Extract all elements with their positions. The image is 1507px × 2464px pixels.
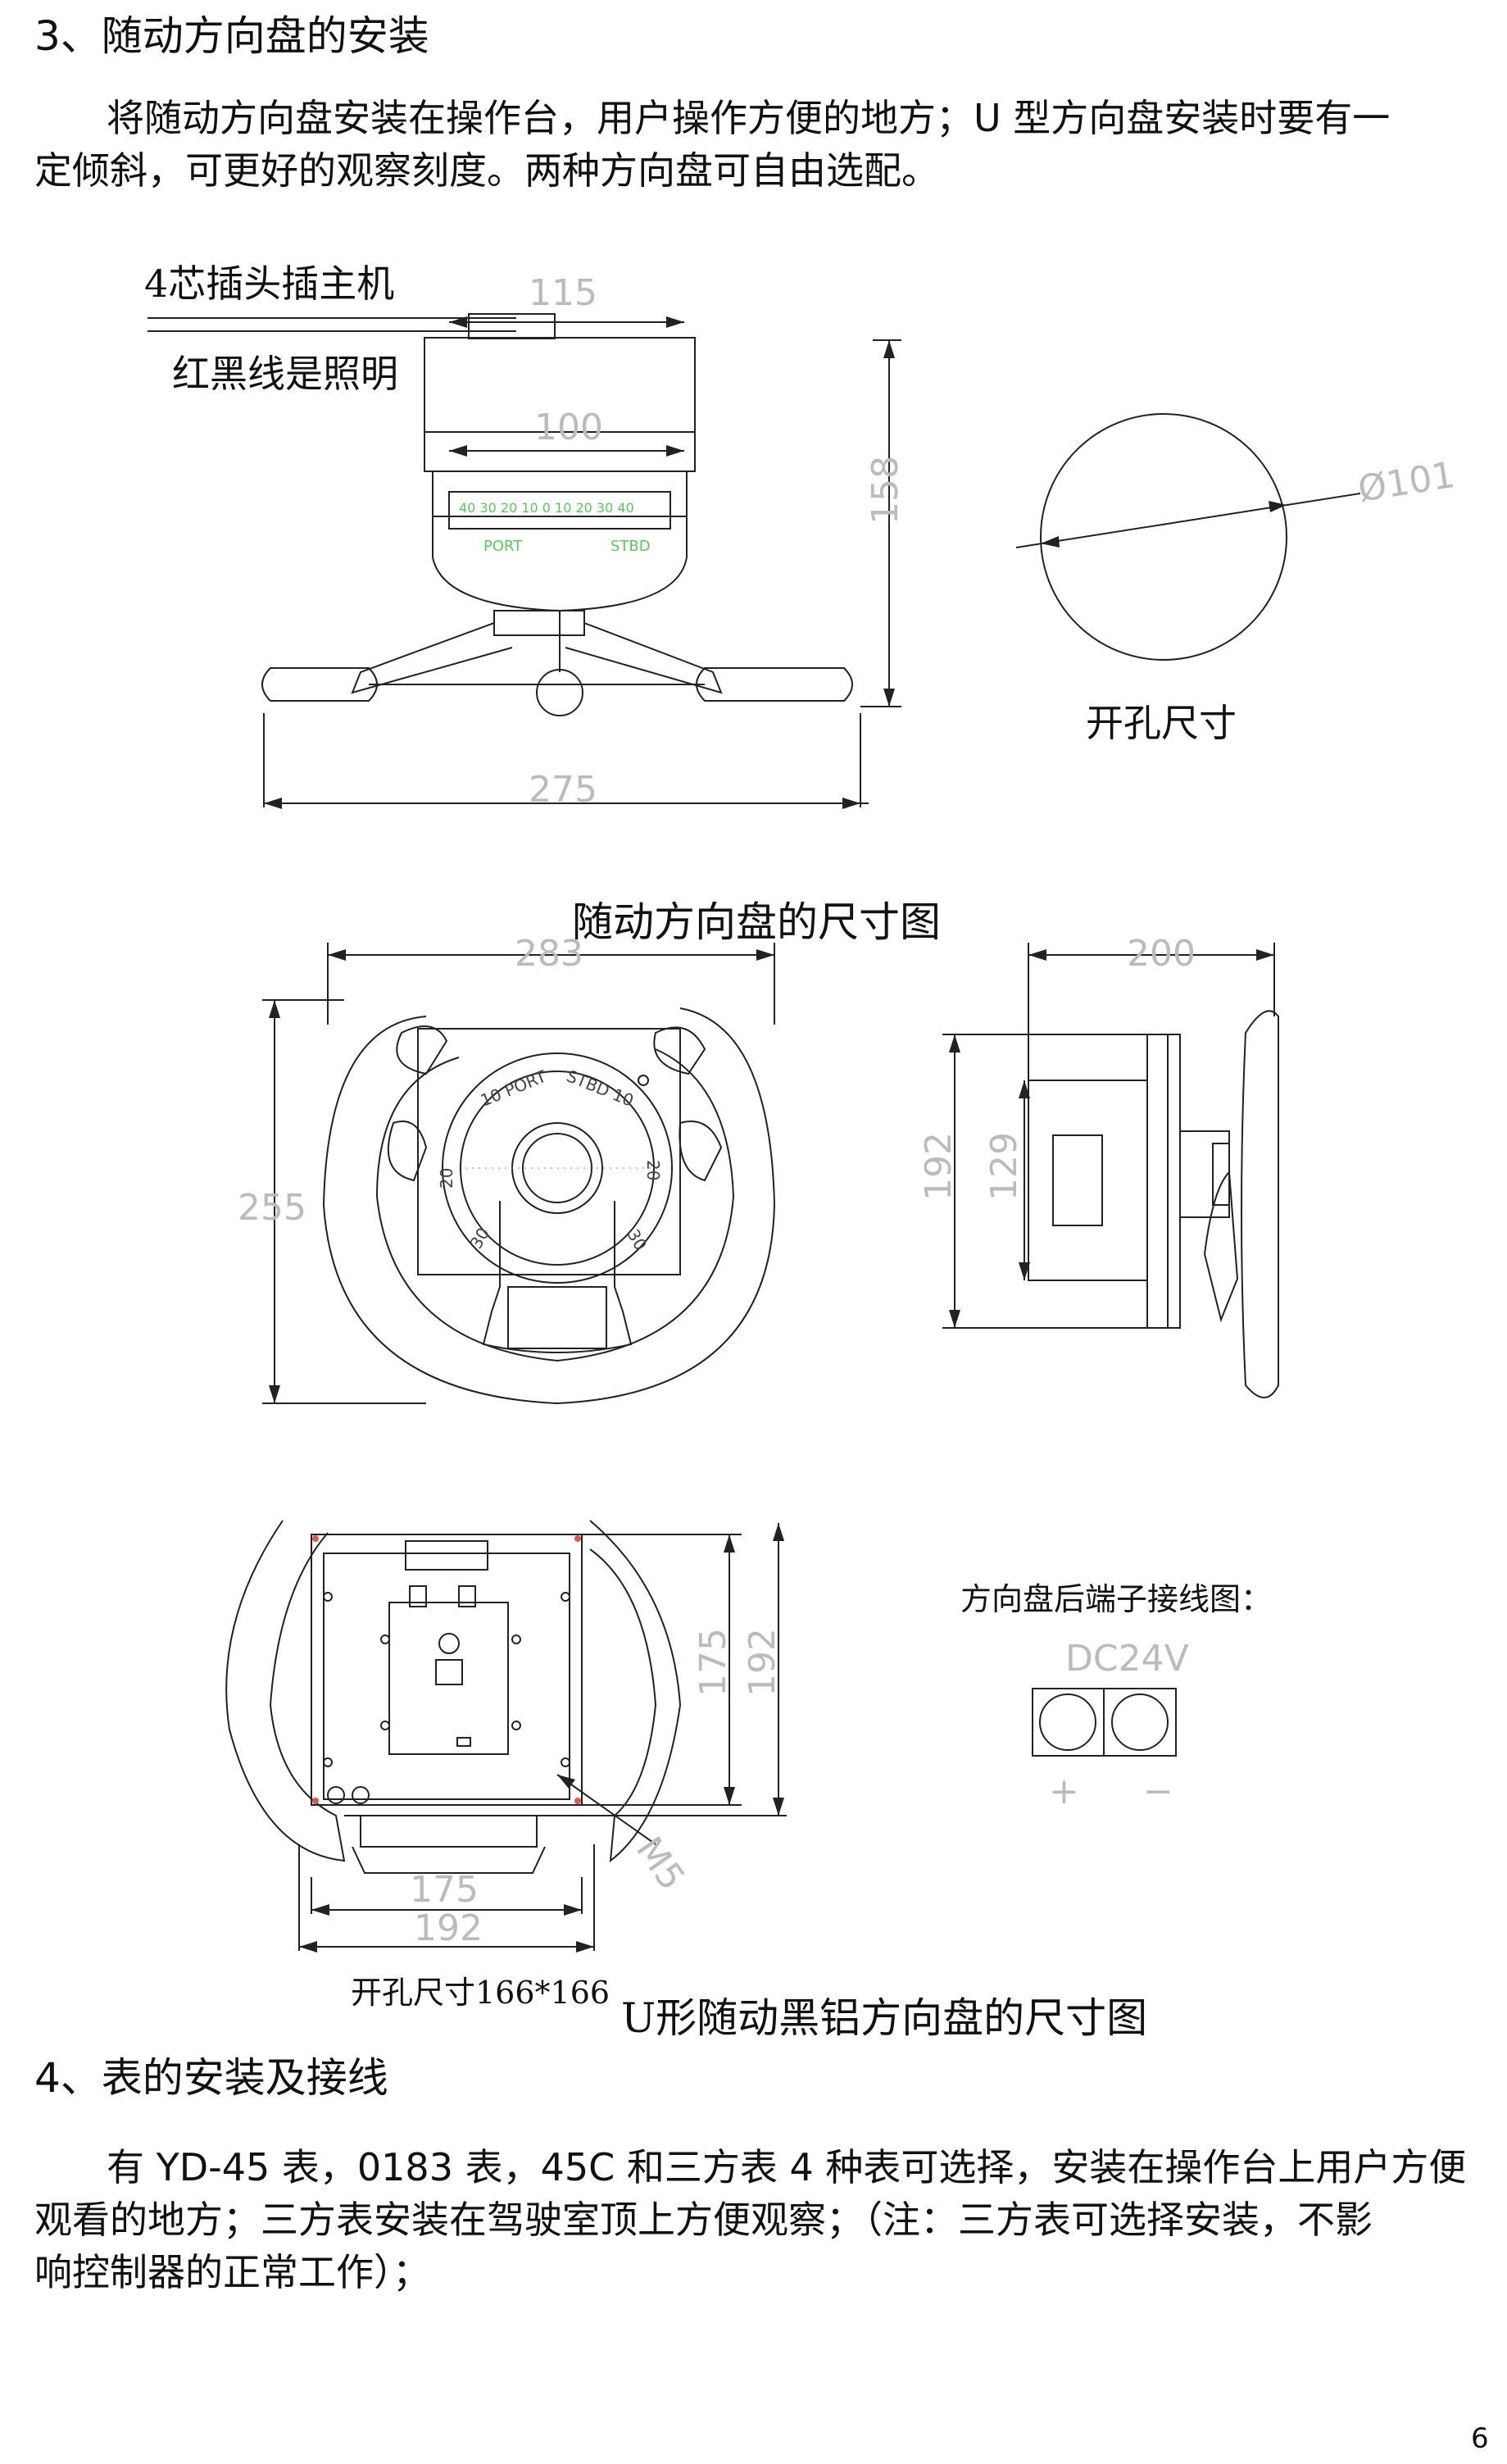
dial-20-left: 20 xyxy=(437,1168,456,1189)
scale-numbers: 40 30 20 10 0 10 20 30 40 xyxy=(459,500,634,516)
wire-label: 红黑线是照明 xyxy=(172,352,398,396)
section-4-para-line1: 有 YD-45 表，0183 表，45C 和三方表 4 种表可选择，安装在操作台… xyxy=(107,2145,1467,2189)
plug-label: 4芯插头插主机 xyxy=(144,261,395,306)
terminal-voltage: DC24V xyxy=(1065,1638,1189,1680)
figure2-caption: 随动方向盘的尺寸图 xyxy=(572,898,941,946)
section-4-para-line3: 响控制器的正常工作）； xyxy=(34,2250,430,2294)
figure3-caption: U形随动黑铝方向盘的尺寸图 xyxy=(621,1994,1148,2042)
terminal-plus: + xyxy=(1049,1771,1079,1812)
terminal-title: 方向盘后端子接线图： xyxy=(960,1581,1273,1617)
dim-100: 100 xyxy=(534,407,603,448)
scale-stbd: STBD xyxy=(611,538,651,555)
dim-192-vertical: 192 xyxy=(742,1628,783,1697)
scale-port: PORT xyxy=(483,538,523,555)
section-4-heading: 4、表的安装及接线 xyxy=(34,2054,388,2102)
dim-192: 192 xyxy=(918,1132,960,1201)
dim-275: 275 xyxy=(529,769,597,811)
section-3-para-line2: 定倾斜，可更好的观察刻度。两种方向盘可自由选配。 xyxy=(34,148,939,193)
section-3-para-line1: 将随动方向盘安装在操作台，用户操作方便的地方；U 型方向盘安装时要有一 xyxy=(107,96,1391,140)
section-4-para-line2: 观看的地方；三方表安装在驾驶室顶上方便观察；（注：三方表可选择安装，不影 xyxy=(34,2198,1373,2242)
section-3-heading: 3、随动方向盘的安装 xyxy=(34,12,429,60)
terminal-minus: − xyxy=(1143,1771,1173,1812)
hole-caption: 开孔尺寸 xyxy=(1086,701,1237,745)
dim-192-horizontal: 192 xyxy=(414,1907,483,1949)
dim-m5: M5 xyxy=(628,1830,693,1898)
dim-175-vertical: 175 xyxy=(692,1628,734,1697)
dim-115: 115 xyxy=(529,272,597,314)
dial-20-right: 20 xyxy=(643,1160,663,1180)
dim-255: 255 xyxy=(238,1187,306,1229)
page-number: 6 xyxy=(1471,2422,1489,2455)
dim-129: 129 xyxy=(983,1132,1025,1201)
dim-158: 158 xyxy=(865,456,906,525)
dim-200: 200 xyxy=(1127,933,1196,975)
dim-175-horizontal: 175 xyxy=(410,1869,479,1911)
dim-283: 283 xyxy=(515,933,583,975)
cutout-label: 开孔尺寸166*166 xyxy=(351,1975,611,2011)
